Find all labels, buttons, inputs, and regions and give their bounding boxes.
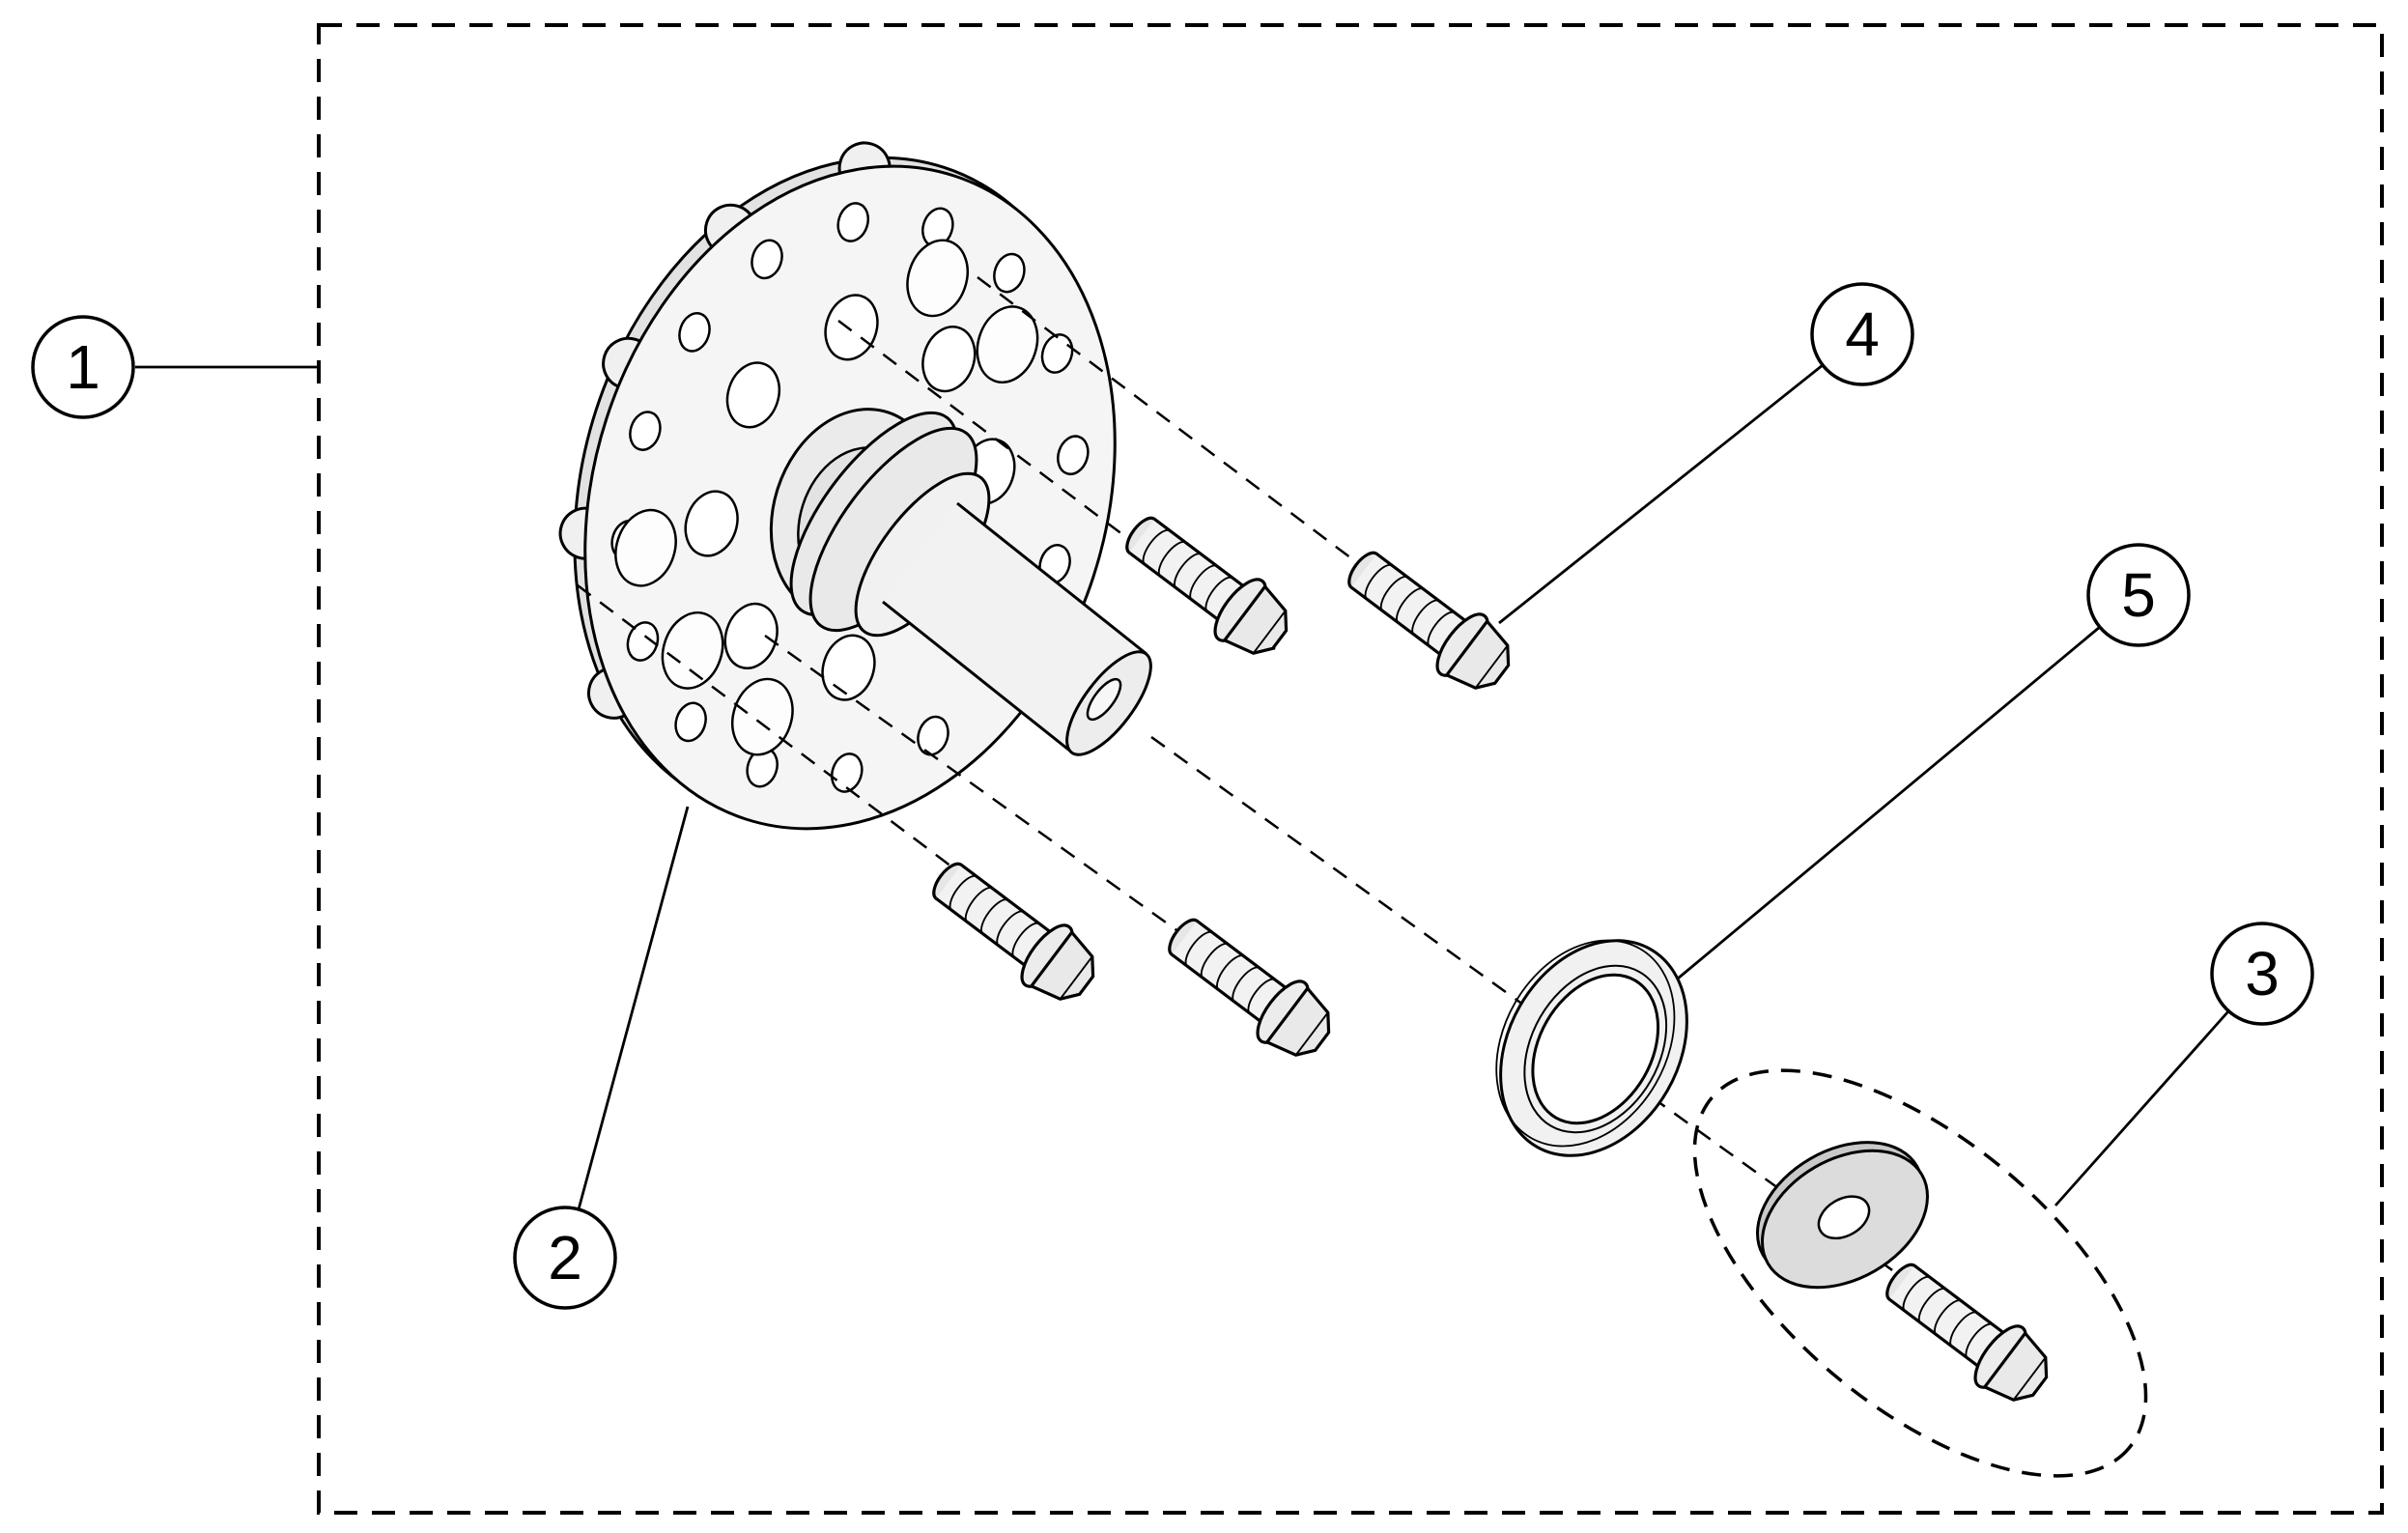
callouts: 1 2 3 4 5 [31, 282, 2314, 1310]
callout-2-leader [577, 806, 690, 1210]
seal-outer-lip [1495, 939, 1676, 1148]
callout-3-leader [2054, 1010, 2230, 1207]
seal-ring [1495, 939, 1688, 1157]
callout-2-circle [513, 1206, 617, 1310]
callout-1-label: 1 [66, 332, 100, 402]
callout-1: 1 [31, 315, 321, 419]
callout-4-label: 4 [1845, 299, 1880, 369]
callout-4-leader [1498, 363, 1824, 625]
flange-bolt-1 [1110, 498, 1303, 670]
callout-3: 3 [2054, 922, 2314, 1207]
callout-5: 5 [1677, 543, 2191, 980]
group-boundary-ellipse [1692, 1068, 2148, 1478]
callout-1-circle [31, 315, 135, 419]
seal-inner-lip [1523, 964, 1668, 1134]
spindle-shaft-edge [956, 501, 1147, 656]
seal-bore [1531, 973, 1660, 1125]
callout-2: 2 [513, 806, 690, 1310]
washer-bolt-group [1692, 1068, 2148, 1478]
washer [1756, 1141, 1929, 1290]
washer-hole [1817, 1195, 1871, 1240]
callout-5-circle [2086, 543, 2191, 647]
group-bolt [1870, 1245, 2063, 1417]
diagram-frame [317, 23, 2384, 1515]
flange-bolt-2 [1332, 533, 1525, 705]
spindle-shaft-edge [882, 600, 1073, 754]
spindle-shaft [883, 503, 1147, 752]
spindle-tip-bore [1086, 677, 1122, 722]
callout-5-label: 5 [2121, 560, 2156, 630]
callout-5-leader [1677, 625, 2101, 980]
flange-large-holes [614, 239, 1039, 756]
spindle [789, 411, 1152, 756]
callout-4: 4 [1498, 282, 1914, 625]
flange-bolt-4 [1152, 900, 1346, 1072]
callout-4-circle [1810, 282, 1914, 386]
centerline-lower-1 [577, 584, 1085, 967]
flange-bolt-3 [917, 844, 1110, 1016]
callout-3-circle [2210, 922, 2314, 1026]
callout-3-label: 3 [2245, 939, 2280, 1008]
callout-2-label: 2 [548, 1223, 582, 1292]
